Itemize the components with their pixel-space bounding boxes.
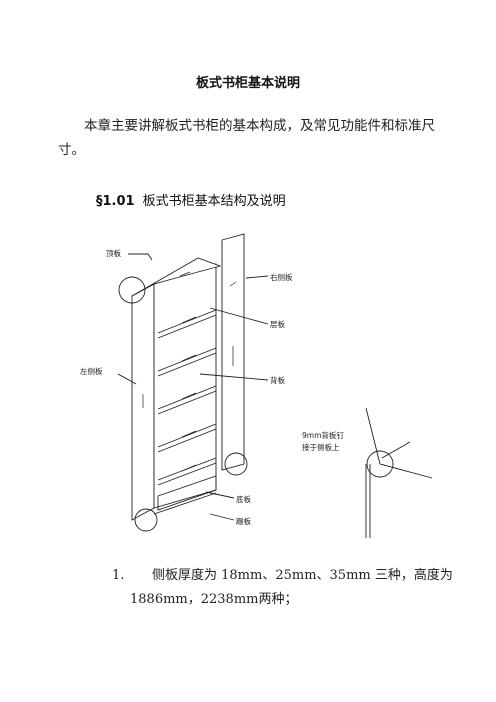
label-kick-board: 踢板 bbox=[236, 516, 251, 526]
label-shelf: 层板 bbox=[270, 319, 285, 329]
bookcase-drawing: 顶板 右侧板 层板 左侧板 背板 底板 踢板 9mm背板钉 接于侧板上 bbox=[80, 233, 433, 538]
section-number: §1.01 bbox=[96, 194, 135, 209]
bookcase-diagram: 顶板 右侧板 层板 左侧板 背板 底板 踢板 9mm背板钉 接于侧板上 bbox=[70, 228, 440, 538]
detail-circle-top bbox=[118, 276, 146, 304]
section-heading: §1.01 板式书柜基本结构及说明 bbox=[96, 190, 286, 209]
detail-circle-zoom bbox=[366, 450, 394, 478]
label-left-side: 左侧板 bbox=[80, 366, 103, 376]
label-note-line1: 9mm背板钉 bbox=[302, 430, 344, 440]
label-note-line2: 接于侧板上 bbox=[302, 442, 340, 452]
page-title: 板式书柜基本说明 bbox=[195, 76, 300, 91]
label-back-board: 背板 bbox=[270, 375, 285, 385]
top-panel bbox=[131, 257, 222, 297]
section-title: 板式书柜基本结构及说明 bbox=[142, 194, 286, 209]
list-item-line1: 侧板厚度为 18mm、25mm、35mm 三种，高度为 bbox=[152, 568, 453, 583]
label-top-board: 顶板 bbox=[106, 248, 121, 258]
label-bottom-board: 底板 bbox=[236, 494, 251, 504]
label-right-side: 右侧板 bbox=[270, 272, 293, 282]
intro-paragraph: 本章主要讲解板式书柜的基本构成，及常见功能件和标准尺寸。 bbox=[58, 118, 435, 158]
list-item-line2: 1886mm，2238mm两种； bbox=[130, 592, 298, 607]
list-item-number: 1. bbox=[112, 568, 125, 583]
